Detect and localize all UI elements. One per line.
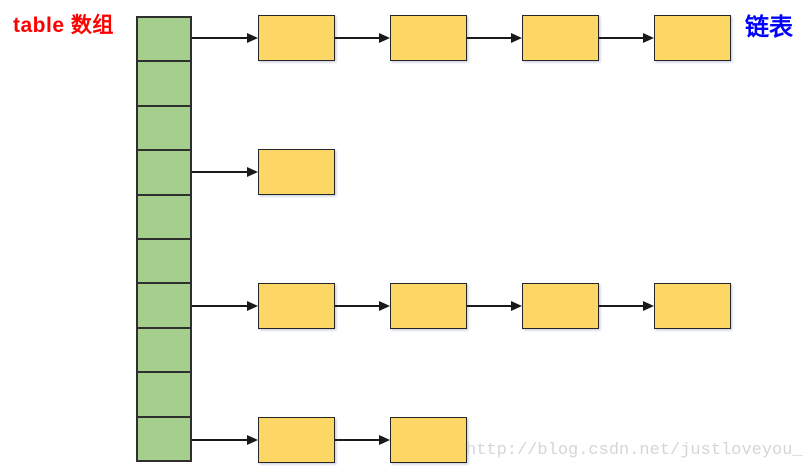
arrowhead-icon: [511, 300, 522, 311]
list-node: [258, 282, 335, 329]
list-node: [258, 416, 335, 463]
arrowhead-icon: [247, 33, 258, 44]
pointer-arrow: [335, 438, 381, 441]
arrowhead-icon: [643, 33, 654, 44]
pointer-arrow: [599, 37, 645, 40]
linked-list-label: 链表: [745, 14, 793, 41]
list-node: [654, 15, 731, 62]
pointer-arrow: [467, 37, 513, 40]
list-node: [258, 149, 335, 196]
array-cell: [138, 371, 190, 415]
array-cell: [138, 415, 190, 460]
pointer-arrow: [335, 304, 381, 307]
watermark: http://blog.csdn.net/justloveyou_: [466, 441, 803, 460]
list-node: [390, 15, 467, 62]
arrowhead-icon: [247, 300, 258, 311]
list-node: [390, 282, 467, 329]
pointer-arrow: [467, 304, 513, 307]
array-cell: [138, 282, 190, 326]
pointer-arrow: [192, 438, 249, 441]
pointer-arrow: [599, 304, 645, 307]
arrowhead-icon: [247, 167, 258, 178]
pointer-arrow: [192, 37, 249, 40]
list-node: [390, 416, 467, 463]
pointer-arrow: [335, 37, 381, 40]
array-cell: [138, 326, 190, 371]
array-cell: [138, 60, 190, 104]
array-cell: [138, 193, 190, 238]
arrowhead-icon: [379, 33, 390, 44]
arrowhead-icon: [511, 33, 522, 44]
array-cell: [138, 149, 190, 193]
list-node: [522, 282, 599, 329]
arrowhead-icon: [643, 300, 654, 311]
list-node: [654, 282, 731, 329]
array-cell: [138, 104, 190, 149]
array-cell: [138, 238, 190, 282]
pointer-arrow: [192, 171, 249, 174]
array-label: table 数组: [13, 14, 114, 37]
hash-table-array: [136, 16, 192, 462]
pointer-arrow: [192, 304, 249, 307]
list-node: [258, 15, 335, 62]
array-cell: [138, 18, 190, 60]
arrowhead-icon: [379, 300, 390, 311]
list-node: [522, 15, 599, 62]
arrowhead-icon: [247, 434, 258, 445]
arrowhead-icon: [379, 434, 390, 445]
